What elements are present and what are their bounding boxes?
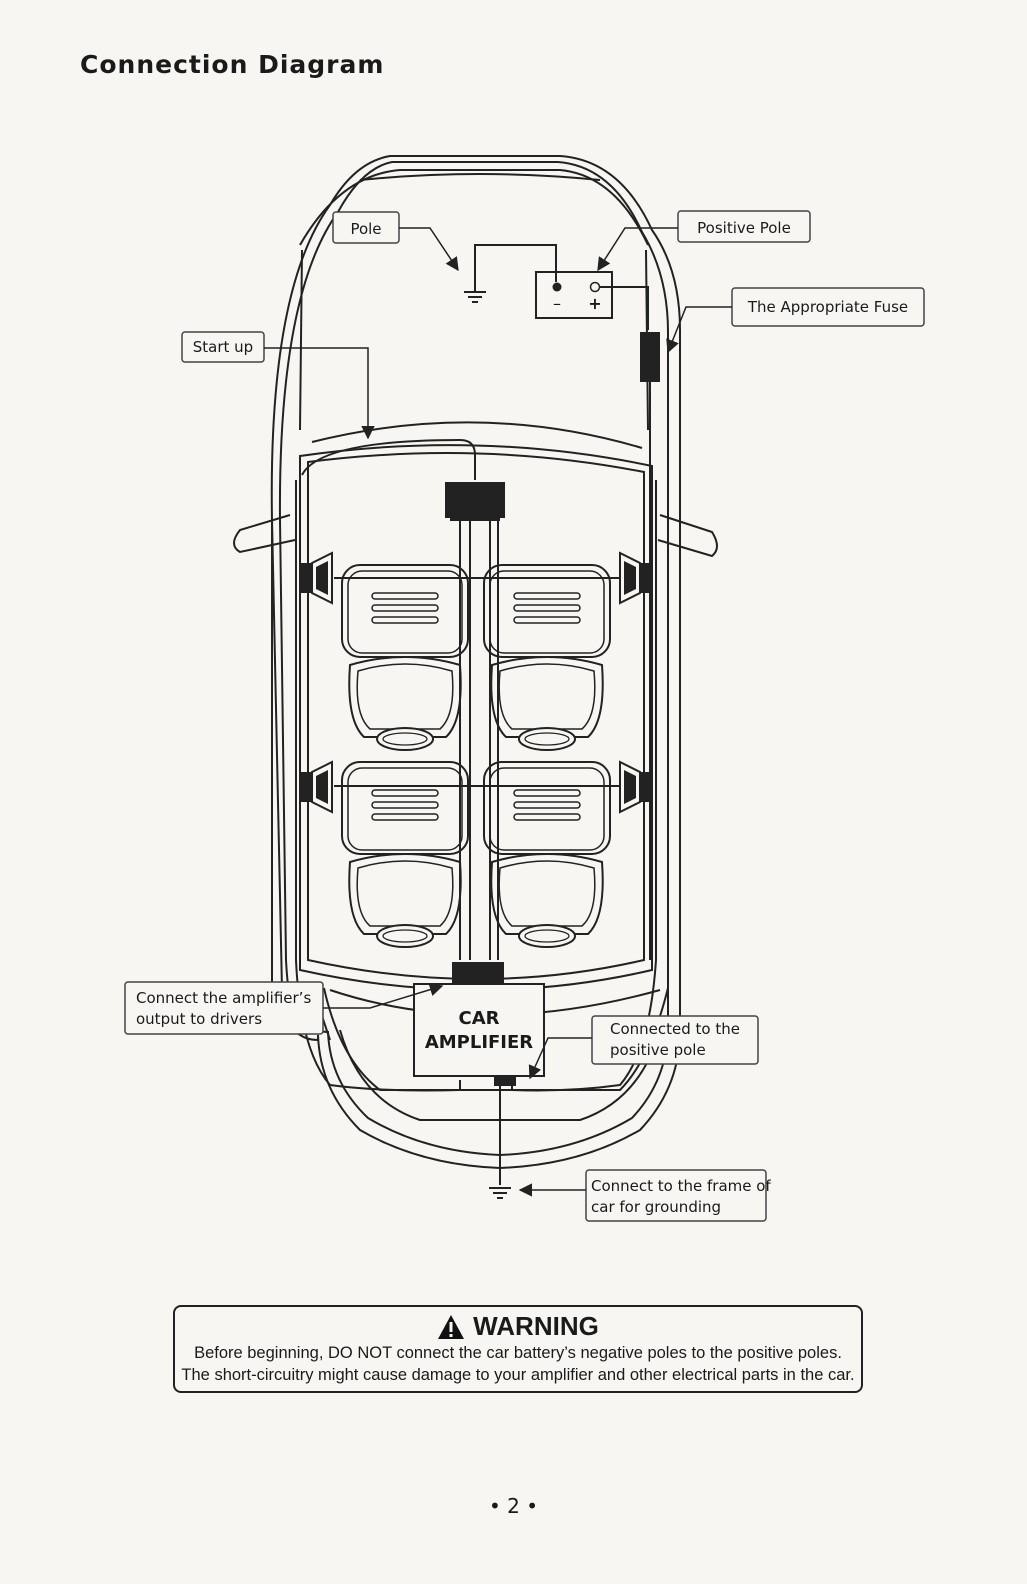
rear-left-seat <box>341 761 469 948</box>
label-positive-pole: Positive Pole <box>697 219 791 237</box>
warning-title-row: WARNING <box>175 1311 861 1342</box>
label-start-up: Start up <box>193 338 253 356</box>
amplifier-label-line1: CAR <box>458 1008 499 1029</box>
amplifier-label-line2: AMPLIFIER <box>425 1032 533 1053</box>
car-amplifier: CAR AMPLIFIER <box>413 962 545 1086</box>
page-number: • 2 • <box>488 1494 539 1518</box>
label-grounding-line1: Connect to the frame of <box>591 1177 771 1195</box>
speaker-front-left <box>299 552 333 604</box>
warning-title: WARNING <box>473 1311 599 1341</box>
callout-grounding <box>585 1169 767 1222</box>
label-amp-output-line2: output to drivers <box>136 1010 262 1028</box>
head-unit <box>445 482 505 518</box>
callout-start-up <box>181 331 265 363</box>
callout-positive-pole <box>677 210 811 243</box>
label-amp-output-line1: Connect the amplifier’s <box>136 989 311 1007</box>
fuse <box>640 332 660 382</box>
rear-right-seat <box>483 761 611 948</box>
label-connected-positive-line1: Connected to the <box>610 1020 740 1038</box>
label-fuse: The Appropriate Fuse <box>747 298 908 316</box>
callout-connected-positive <box>591 1015 759 1065</box>
front-left-seat <box>341 564 469 751</box>
warning-line-2: The short-circuitry might cause damage t… <box>181 1366 855 1384</box>
label-connected-positive-line2: positive pole <box>610 1041 706 1059</box>
label-grounding-line2: car for grounding <box>591 1198 721 1216</box>
warning-triangle-icon <box>438 1314 465 1339</box>
speaker-rear-right <box>619 761 653 813</box>
warning-line-1: Before beginning, DO NOT connect the car… <box>194 1344 842 1362</box>
battery: – + <box>535 271 613 319</box>
battery-plus: + <box>588 294 601 313</box>
label-pole: Pole <box>350 220 381 238</box>
speaker-front-right <box>619 552 653 604</box>
front-right-seat <box>483 564 611 751</box>
battery-minus: – <box>553 294 561 313</box>
speaker-rear-left <box>299 761 333 813</box>
page-title: Connection Diagram <box>80 50 385 79</box>
warning-box: WARNING Before beginning, DO NOT connect… <box>173 1305 863 1393</box>
